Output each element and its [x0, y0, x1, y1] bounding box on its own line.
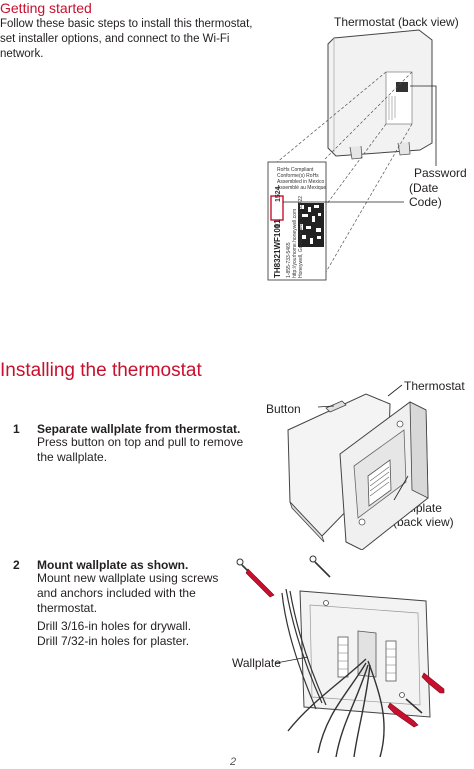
- sticker-line-2: Conforme(s) RoHs: [277, 173, 319, 179]
- sticker-model-number: TH8321WF1001: [273, 219, 282, 278]
- sticker-line-1: RoHs Compliant: [277, 167, 314, 173]
- step-1-title: Separate wallplate from thermostat.: [37, 422, 241, 436]
- sticker-url-line-3: Honeywell, Golden Valley, MN 55422: [298, 196, 304, 278]
- sticker-side-digit: 1: [275, 224, 282, 228]
- button-label: Button: [266, 402, 301, 416]
- step-2-drywall: Drill 3/16-in holes for drywall.: [37, 619, 192, 633]
- sticker-date-code: 1524: [275, 186, 282, 202]
- step-2-text: Mount new wallplate using screws and anc…: [37, 571, 219, 615]
- page-number: 2: [230, 756, 237, 768]
- wallplate-label: Wallplate: [232, 656, 281, 670]
- sticker-url-line-1: 1-855-733-5465: [286, 242, 292, 278]
- getting-started-intro: Follow these basic steps to install this…: [0, 18, 253, 60]
- password-label-line2: (Date Code): [409, 181, 442, 209]
- thermostat-label: Thermostat: [404, 379, 465, 393]
- thermostat-back-view-figure: TH8321WF1001 1524 1 1-855-733-5465 http:…: [267, 29, 437, 281]
- sticker-line-3: Assembled in Mexico: [277, 179, 324, 185]
- installing-title: Installing the thermostat: [0, 360, 202, 381]
- thermostat-back-view-label: Thermostat (back view): [334, 15, 459, 29]
- getting-started-title: Getting started: [0, 0, 92, 16]
- mount-wallplate-figure: [236, 555, 445, 758]
- sticker-url-line-2: http://yourhome.honeywell.com: [292, 209, 298, 278]
- step-1-text: Press button on top and pull to remove t…: [37, 435, 244, 464]
- sticker-line-4: Assemblé au Mexique: [277, 185, 326, 191]
- wallplate-back-view-label-line2: (back view): [393, 515, 454, 529]
- password-label-line1: Password: [414, 166, 467, 180]
- step-1-number: 1: [13, 422, 20, 436]
- step-2-title: Mount wallplate as shown.: [37, 558, 189, 572]
- step-2-plaster: Drill 7/32-in holes for plaster.: [37, 634, 190, 648]
- step-2-number: 2: [13, 558, 20, 572]
- separate-wallplate-figure: [287, 384, 429, 550]
